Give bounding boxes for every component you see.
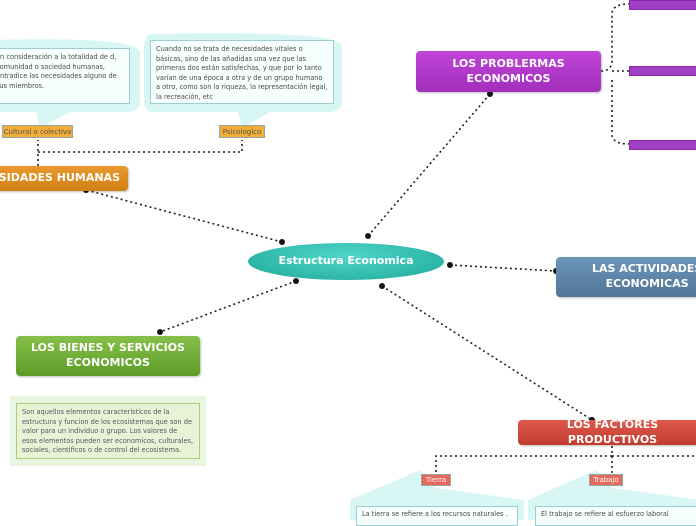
central-node[interactable]: Estructura Economica [248,243,444,280]
subtopic-problemas-1[interactable] [629,0,696,10]
subtopic-problemas-2[interactable] [629,66,696,76]
connector-dot [279,239,285,245]
note-trabajo: El trabajo se refiere al esfuerzo labora… [535,506,696,526]
note-psicologico: Cuando no se trata de necesidades vitale… [150,40,334,104]
note-tierra: La tierra se refiere a los recursos natu… [356,506,518,526]
topic-problemas-economicos[interactable]: LOS PROBLERMAS ECONOMICOS [416,51,601,92]
note-cultural: en consideración a la totalidad de d, co… [0,48,130,104]
connector-dot [293,278,299,284]
connector-factores-subs [435,446,696,474]
connector-dot [157,329,163,335]
subtopic-cultural-colectiva[interactable]: Cultural o colectiva [2,125,73,138]
topic-actividades-economicas[interactable]: LAS ACTIVIDADES ECONOMICAS [556,257,696,297]
subtopic-trabajo[interactable]: Trabajo [589,474,623,486]
subtopic-tierra[interactable]: Tierra [421,474,451,486]
connector-factores [381,285,593,421]
connector-problemas [367,93,491,237]
topic-factores-productivos[interactable]: LOS FACTORES PRODUCTIVOS [518,418,696,446]
subtopic-problemas-3[interactable] [629,140,696,150]
subtopic-psicologico[interactable]: Psicologico [219,125,265,138]
connector-necesidades-subs [37,140,243,166]
connector-actividades [449,264,557,272]
connector-dot [447,262,453,268]
connector-necesidades [85,189,283,243]
note-bienes: Son aquellos elementos característicos d… [16,403,200,459]
connector-dot [487,91,493,97]
connector-bienes [159,280,297,333]
topic-necesidades-humanas[interactable]: ESIDADES HUMANAS [0,166,128,191]
connector-dot [379,283,385,289]
connector-dot [365,233,371,239]
topic-bienes-servicios[interactable]: LOS BIENES Y SERVICIOS ECONOMICOS [16,336,200,376]
connector-problemas-subs [600,3,630,145]
